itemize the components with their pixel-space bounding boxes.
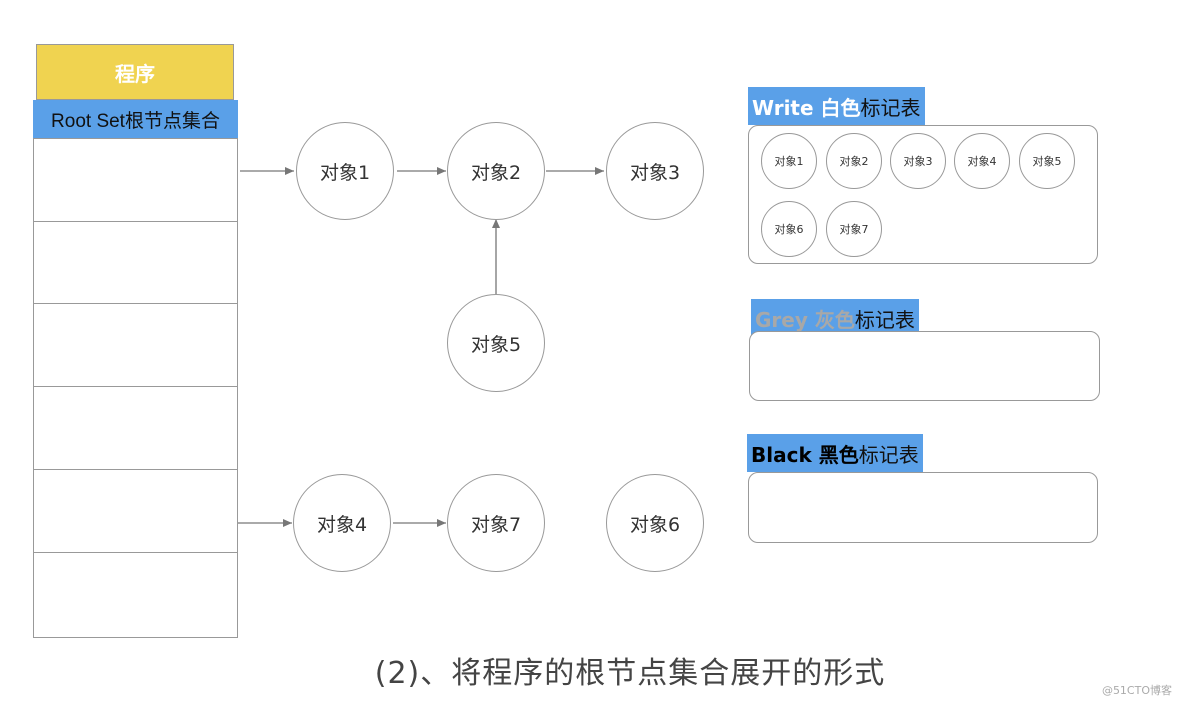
program-header: 程序	[36, 44, 234, 100]
white-item-2: 对象2	[826, 133, 882, 189]
root-slot-6	[33, 553, 238, 638]
root-slot-3	[33, 304, 238, 387]
black-table-label-cn: 标记表	[858, 442, 919, 467]
watermark: @51CTO博客	[1101, 684, 1172, 697]
root-slot-1	[33, 138, 238, 222]
node-obj6: 对象6	[606, 474, 704, 572]
black-table-label: Black 黑色标记表	[747, 434, 923, 472]
figure-caption: (2)、将程序的根节点集合展开的形式	[374, 656, 886, 691]
black-table-label-en: Black 黑色	[751, 442, 859, 467]
node-obj7: 对象7	[447, 474, 545, 572]
white-item-3: 对象3	[890, 133, 946, 189]
white-table-box: 对象1 对象2 对象3 对象4 对象5 对象6 对象7	[748, 125, 1098, 264]
grey-table-label-cn: 标记表	[854, 307, 915, 332]
white-table-label: Write 白色标记表	[748, 87, 925, 125]
node-obj5: 对象5	[447, 294, 545, 392]
root-slot-4	[33, 387, 238, 470]
white-table-label-en: Write 白色	[752, 95, 861, 120]
black-table-box	[748, 472, 1098, 543]
root-slot-5	[33, 470, 238, 553]
grey-table-label: Grey 灰色标记表	[751, 299, 919, 337]
node-obj1: 对象1	[296, 122, 394, 220]
node-obj3: 对象3	[606, 122, 704, 220]
root-slot-2	[33, 222, 238, 304]
grey-table-label-en: Grey 灰色	[755, 307, 855, 332]
white-item-7: 对象7	[826, 201, 882, 257]
white-item-4: 对象4	[954, 133, 1010, 189]
root-set-label: Root Set根节点集合	[33, 100, 238, 138]
white-item-5: 对象5	[1019, 133, 1075, 189]
white-item-6: 对象6	[761, 201, 817, 257]
grey-table-box	[749, 331, 1100, 401]
node-obj4: 对象4	[293, 474, 391, 572]
white-table-label-cn: 标记表	[860, 95, 921, 120]
node-obj2: 对象2	[447, 122, 545, 220]
white-item-1: 对象1	[761, 133, 817, 189]
